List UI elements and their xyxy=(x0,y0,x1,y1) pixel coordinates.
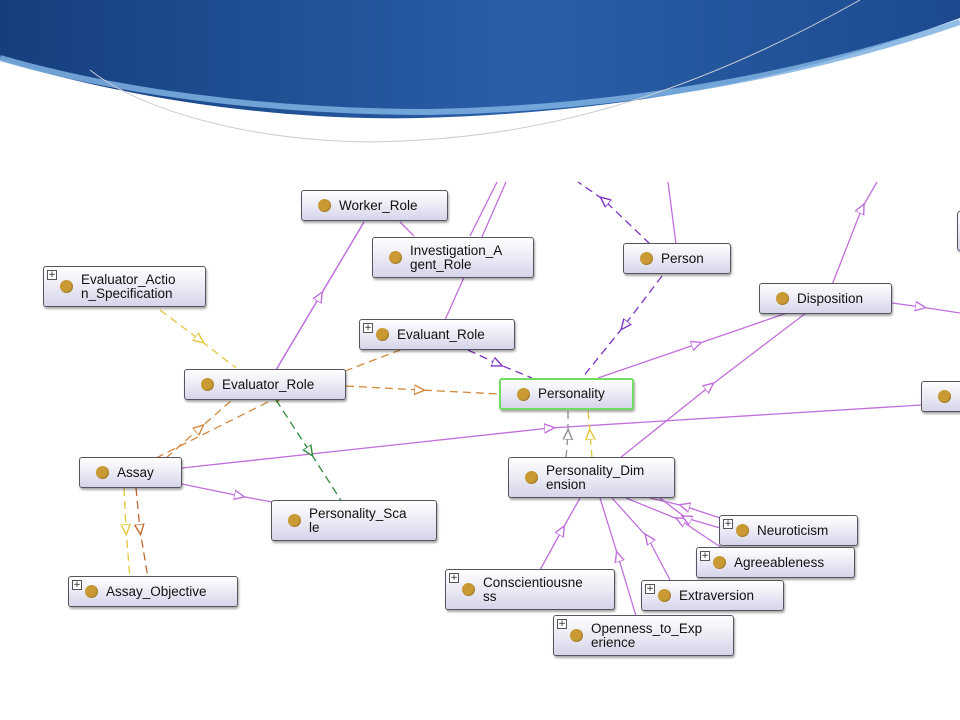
edge-person-up xyxy=(667,181,677,245)
expand-icon[interactable]: + xyxy=(723,519,733,529)
node-conscientiousness[interactable]: + Conscientiousne ss xyxy=(445,569,615,610)
edge-personality-dimension-to-disposition xyxy=(619,312,807,459)
node-openness-to-experience[interactable]: + Openness_to_Exp erience xyxy=(553,615,734,656)
node-label: Personality_Dim ension xyxy=(546,462,645,492)
node-label: Disposition xyxy=(797,290,864,306)
node-label: Assay_Objective xyxy=(106,583,207,599)
node-label: Person xyxy=(661,250,704,266)
class-icon xyxy=(525,471,538,484)
node-evaluant-role[interactable]: + Evaluant_Role xyxy=(359,319,515,350)
edge-openness-to-dimension xyxy=(599,497,637,617)
node-label: Personality_Sca le xyxy=(309,505,407,535)
class-icon xyxy=(776,292,789,305)
node-partial-top-right[interactable] xyxy=(957,211,960,251)
node-neuroticism[interactable]: + Neuroticism xyxy=(719,515,858,546)
edge-evaluant-to-personality xyxy=(467,349,533,379)
class-icon xyxy=(60,280,73,293)
node-label: Agreeableness xyxy=(734,554,825,570)
edge-neuroticism-to-dimension-2 xyxy=(659,497,721,529)
node-label: Investigation_A gent_Role xyxy=(410,242,503,272)
edge-dimension-to-personality-a xyxy=(566,410,568,459)
edge-evaluator-role-to-worker-role-arrow xyxy=(275,221,365,371)
edge-personality-to-top xyxy=(577,181,651,245)
node-personality[interactable]: Personality xyxy=(499,378,634,410)
node-label: Evaluator_Actio n_Specification xyxy=(81,271,176,301)
expand-icon[interactable]: + xyxy=(363,323,373,333)
node-evaluator-action-specification[interactable]: + Evaluator_Actio n_Specification xyxy=(43,266,206,307)
node-worker-role[interactable]: Worker_Role xyxy=(301,190,448,221)
expand-icon[interactable]: + xyxy=(72,580,82,590)
node-label: Neuroticism xyxy=(757,522,829,538)
node-personality-dimension[interactable]: Personality_Dim ension xyxy=(508,457,675,498)
expand-icon[interactable]: + xyxy=(645,584,655,594)
class-icon xyxy=(938,390,951,403)
edge-evaluator-role-to-personality-scale xyxy=(275,399,343,503)
expand-icon[interactable]: + xyxy=(47,270,57,280)
banner-swoosh xyxy=(0,19,960,116)
node-agreeableness[interactable]: + Agreeableness xyxy=(696,547,855,578)
class-icon xyxy=(658,589,671,602)
edge-investigation-up xyxy=(469,181,498,237)
node-label: Evaluator_Role xyxy=(222,376,315,392)
node-label: Personality xyxy=(538,386,605,401)
edge-extraversion-to-dimension xyxy=(611,497,671,581)
edge-personality-to-disposition xyxy=(597,312,788,379)
node-evaluator-role[interactable]: Evaluator_Role xyxy=(184,369,346,400)
class-icon xyxy=(201,378,214,391)
node-label: Extraversion xyxy=(679,587,755,603)
header-banner xyxy=(0,0,960,143)
node-partial-right[interactable] xyxy=(921,381,960,412)
class-icon xyxy=(736,524,749,537)
edge-conscientiousness-to-dimension xyxy=(539,497,581,571)
class-icon xyxy=(376,328,389,341)
expand-icon[interactable]: + xyxy=(449,573,459,583)
node-label: Conscientiousne ss xyxy=(483,574,583,604)
edge-dimension-to-personality-b xyxy=(588,409,592,459)
node-person[interactable]: Person xyxy=(623,243,731,274)
class-icon xyxy=(288,514,301,527)
class-icon xyxy=(570,629,583,642)
class-icon xyxy=(318,199,331,212)
edge-assay-to-evaluator-role xyxy=(165,399,233,459)
edge-person-to-personality xyxy=(581,275,663,379)
edge-assay-to-evaluant xyxy=(155,349,401,459)
class-icon xyxy=(85,585,98,598)
edge-evaluator-role-to-personality xyxy=(345,386,501,394)
node-label: Evaluant_Role xyxy=(397,326,485,342)
banner-wave xyxy=(0,0,960,119)
edge-assay-to-assay-objective-b xyxy=(136,487,149,579)
node-disposition[interactable]: Disposition xyxy=(759,283,892,314)
class-icon xyxy=(640,252,653,265)
class-icon xyxy=(96,466,109,479)
edge-neuroticism-to-dimension xyxy=(649,497,721,519)
node-assay[interactable]: Assay xyxy=(79,457,182,488)
node-label: Openness_to_Exp erience xyxy=(591,620,703,650)
expand-icon[interactable]: + xyxy=(557,619,567,629)
edge-assay-to-assay-objective-a xyxy=(124,487,130,579)
node-label: Worker_Role xyxy=(339,197,418,213)
banner-arc xyxy=(89,0,861,143)
edge-disposition-up xyxy=(831,181,878,286)
edge-assay-to-personality-scale xyxy=(181,483,273,503)
edge-worker-role-to-investigation-agent-role xyxy=(399,221,415,237)
node-label: Assay xyxy=(117,464,154,480)
edge-agreeableness-to-dimension xyxy=(625,497,723,549)
node-investigation-agent-role[interactable]: Investigation_A gent_Role xyxy=(372,237,534,278)
class-icon xyxy=(517,387,530,401)
node-personality-scale[interactable]: Personality_Sca le xyxy=(271,500,437,541)
expand-icon[interactable]: + xyxy=(700,551,710,561)
class-icon xyxy=(389,251,402,264)
class-icon xyxy=(462,583,475,596)
class-icon xyxy=(713,556,726,569)
node-extraversion[interactable]: + Extraversion xyxy=(641,580,784,611)
edge-evaluator-action-to-evaluator-role xyxy=(159,309,237,369)
edge-disposition-right xyxy=(891,303,960,314)
node-assay-objective[interactable]: + Assay_Objective xyxy=(68,576,238,607)
